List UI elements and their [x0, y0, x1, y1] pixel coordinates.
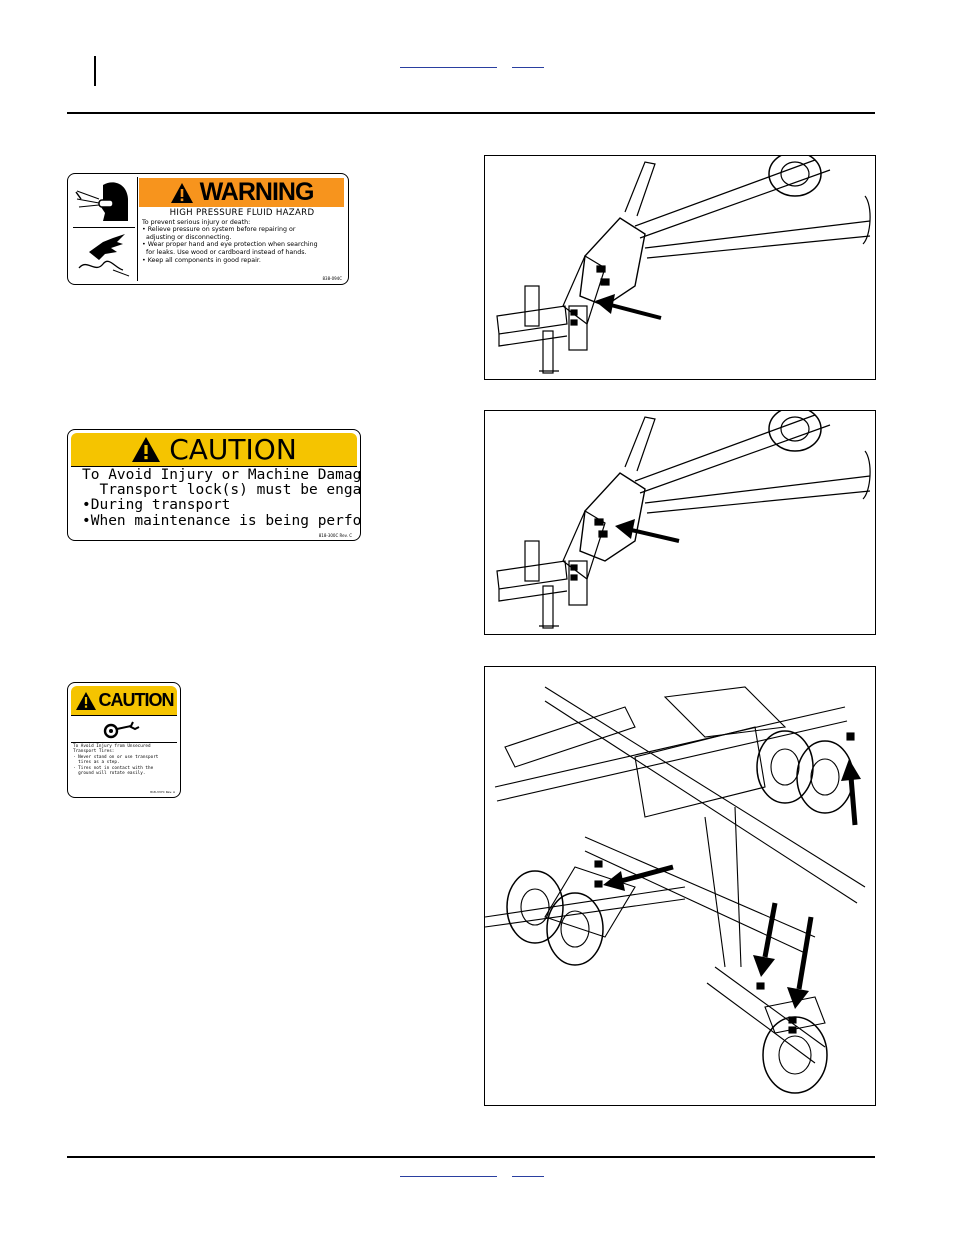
figure-transport-tires-decal-locations: [484, 666, 876, 1106]
fluid-injection-icon: [73, 228, 135, 278]
caution-body: To Avoid Injury or Machine Damage: Trans…: [82, 467, 361, 529]
warning-bullet: • Wear proper hand and eye protection wh…: [142, 241, 318, 249]
warning-bullet: for leaks. Use wood or cardboard instead…: [146, 248, 307, 256]
caution-small-line: · Tires not in contact with the: [73, 765, 154, 771]
caution-small-line: To Avoid Injury from Unsecured: [73, 744, 151, 749]
warning-decal: WARNING HIGH PRESSURE FLUID HAZARD To pr…: [67, 173, 349, 285]
warning-pictograms: [71, 177, 138, 281]
alert-triangle-icon: [75, 691, 96, 710]
caution-decal-transport-tires: CAUTION To Avoid Injury from Unsecured T…: [67, 682, 181, 798]
caution-line: •During transport: [82, 497, 231, 514]
caution-line: Transport lock(s) must be engaged: [82, 482, 361, 499]
header-rule: [67, 112, 875, 114]
warning-body: HIGH PRESSURE FLUID HAZARD To prevent se…: [142, 208, 342, 264]
caution-small-body: To Avoid Injury from Unsecured Transport…: [73, 744, 175, 776]
warning-bullet: • Relieve pressure on system before repa…: [142, 226, 296, 234]
caution-small-signal-word: CAUTION: [98, 690, 175, 710]
warning-bullet: • Keep all components in good repair.: [142, 256, 261, 264]
warning-header: WARNING: [139, 178, 344, 207]
caution-line: •When maintenance is being performed: [82, 512, 361, 529]
caution-small-part-number: 818-337C Rev. A: [150, 790, 175, 794]
figure-hitch-decal-location-1: [484, 155, 876, 380]
caution-small-line: ground will rotate easily.: [73, 771, 146, 777]
header-margin-bar: [94, 56, 96, 86]
caution-small-line: · Never stand on or use transport: [73, 754, 159, 760]
warning-intro: To prevent serious injury or death:: [142, 218, 251, 226]
footer-link-1[interactable]: [400, 1176, 497, 1177]
caution-signal-word: CAUTION: [169, 433, 297, 466]
caution-header: CAUTION: [71, 433, 357, 467]
warning-signal-word: WARNING: [199, 178, 315, 206]
caution-small-header: CAUTION: [71, 686, 177, 716]
caution-decal-transport-lock: CAUTION To Avoid Injury or Machine Damag…: [67, 429, 361, 541]
warning-bullet: adjusting or disconnecting.: [146, 233, 232, 241]
header-link-2[interactable]: [512, 67, 544, 68]
alert-triangle-icon: [132, 437, 161, 462]
warning-hazard-title: HIGH PRESSURE FLUID HAZARD: [169, 208, 315, 218]
footer-link-2[interactable]: [512, 1176, 544, 1177]
caution-part-number: 818-300C Rev. C: [318, 533, 352, 538]
warning-part-number: 838-094C: [322, 276, 342, 281]
eye-protection-icon: [73, 177, 135, 228]
alert-triangle-icon: [170, 182, 193, 203]
caution-line: To Avoid Injury or Machine Damage:: [82, 467, 361, 483]
rotating-tire-icon: [71, 716, 177, 743]
figure-hitch-decal-location-2: [484, 410, 876, 635]
footer-rule: [67, 1156, 875, 1158]
caution-small-line: Transport Tires:: [73, 749, 115, 755]
caution-small-line: tires as a step.: [73, 760, 120, 766]
header-link-1[interactable]: [400, 67, 497, 68]
